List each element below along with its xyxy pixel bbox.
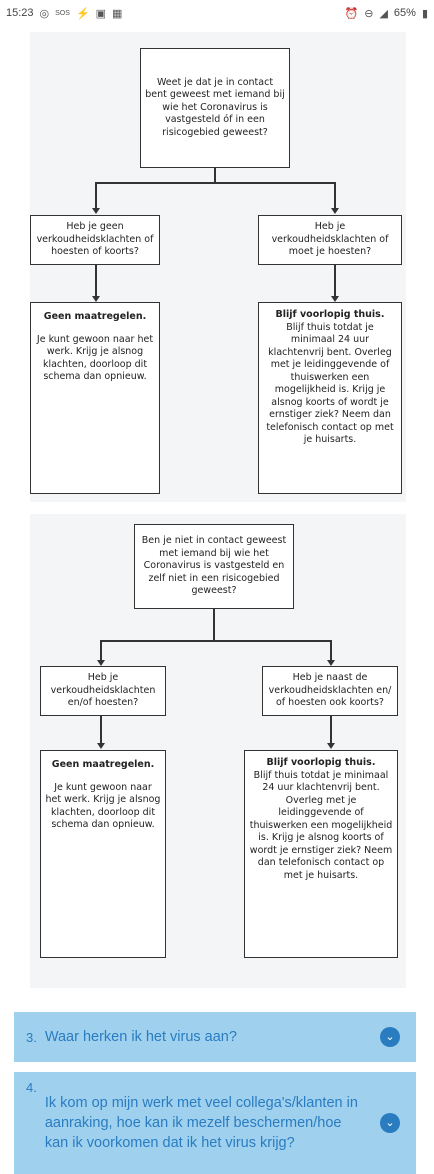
flow2-left-question: Heb je verkoudheidsklachten en/of hoeste…	[50, 672, 156, 709]
connector	[95, 265, 97, 297]
connector	[95, 182, 335, 184]
connector	[330, 716, 332, 744]
arrow-down-icon	[97, 743, 105, 749]
faq-item-title: Waar herken ik het virus aan?	[44, 1029, 237, 1045]
flow1-left-question-box: Heb je geen verkoudheidsklachten of hoes…	[30, 215, 160, 265]
flow1-left-answer-title: Geen maatregelen.	[43, 311, 147, 322]
connector	[100, 716, 102, 744]
connector	[213, 609, 215, 641]
status-left: 15:23 ◎ SOS ⚡ ▣ ▦	[6, 7, 122, 20]
flow2-right-question-box: Heb je naast de verkoudheidsklachten en/…	[262, 666, 398, 716]
flow2-right-answer-body: Blijf thuis totdat je minimaal 24 uur kl…	[249, 769, 393, 881]
status-time: 15:23	[6, 7, 34, 19]
flow1-left-answer-box: Geen maatregelen. Je kunt gewoon naar he…	[30, 302, 160, 494]
flow1-right-answer-body: Blijf thuis totdat je minimaal 24 uur kl…	[266, 321, 394, 446]
arrow-down-icon	[327, 660, 335, 666]
connector	[214, 168, 216, 182]
flow2-question-box: Ben je niet in contact geweest met ieman…	[134, 524, 294, 609]
flow1-question-box: Weet je dat je in contact bent geweest m…	[140, 48, 290, 168]
faq-item-4[interactable]: 4. Ik kom op mijn werk met veel collega'…	[14, 1072, 416, 1174]
alarm-icon: ⏰	[344, 7, 359, 20]
chevron-down-icon[interactable]: ⌄	[380, 1027, 400, 1047]
signal-icon: ◢	[379, 7, 388, 20]
flow1-question: Weet je dat je in contact bent geweest m…	[145, 76, 285, 138]
arrow-down-icon	[97, 660, 105, 666]
flow1-right-question: Heb je verkoudheidsklachten of moet je h…	[271, 221, 389, 258]
whatsapp-icon: ◎	[39, 7, 50, 20]
arrow-down-icon	[92, 296, 100, 302]
connector	[330, 640, 332, 662]
connector	[334, 265, 336, 297]
flow2-question: Ben je niet in contact geweest met ieman…	[141, 535, 287, 597]
sim-icon: ▣	[95, 7, 107, 20]
flow2-right-answer-title: Blijf voorlopig thuis.	[266, 757, 376, 768]
flow2-left-question-box: Heb je verkoudheidsklachten en/of hoeste…	[40, 666, 166, 716]
battery-level: 65%	[393, 7, 416, 19]
flow2-left-answer-title: Geen maatregelen.	[51, 759, 155, 770]
image-icon: ▦	[112, 7, 123, 20]
sos-icon: SOS	[55, 9, 70, 17]
status-bar: 15:23 ◎ SOS ⚡ ▣ ▦ ⏰ ⊖ ◢ 65% ▮	[0, 0, 434, 26]
connector	[95, 182, 97, 210]
status-right: ⏰ ⊖ ◢ 65% ▮	[345, 7, 428, 20]
faq-item-number: 4.	[26, 1080, 37, 1095]
arrow-down-icon	[331, 208, 339, 214]
flow2-left-answer-body: Je kunt gewoon naar het werk. Krijg je a…	[45, 781, 161, 831]
flow2-right-question: Heb je naast de verkoudheidsklachten en/…	[268, 672, 392, 709]
flow1-right-answer-title: Blijf voorlopig thuis.	[275, 309, 385, 320]
arrow-down-icon	[331, 296, 339, 302]
arrow-down-icon	[327, 743, 335, 749]
arrow-down-icon	[92, 208, 100, 214]
faq-item-number: 3.	[26, 1029, 37, 1045]
faq-item-title: Ik kom op mijn werk met veel collega's/k…	[44, 1095, 358, 1151]
dnd-icon: ⊖	[364, 7, 374, 20]
flowchart-panel-1: Weet je dat je in contact bent geweest m…	[30, 32, 406, 502]
connector	[100, 640, 102, 662]
flow1-right-answer-box: Blijf voorlopig thuis. Blijf thuis totda…	[258, 302, 402, 494]
flowchart-panel-2: Ben je niet in contact geweest met ieman…	[30, 514, 406, 988]
flow1-right-question-box: Heb je verkoudheidsklachten of moet je h…	[258, 215, 402, 265]
flow1-left-answer-body: Je kunt gewoon naar het werk. Krijg je a…	[36, 333, 154, 383]
connector	[334, 182, 336, 210]
flow1-left-question: Heb je geen verkoudheidsklachten of hoes…	[36, 221, 154, 258]
flow2-left-answer-box: Geen maatregelen. Je kunt gewoon naar he…	[40, 750, 166, 958]
battery-icon: ▮	[421, 7, 428, 20]
flow2-right-answer-box: Blijf voorlopig thuis. Blijf thuis totda…	[244, 750, 398, 958]
connector	[100, 640, 332, 642]
faq-item-3[interactable]: 3. Waar herken ik het virus aan? ⌄	[14, 1012, 416, 1062]
bolt-icon: ⚡	[75, 7, 90, 20]
chevron-down-icon[interactable]: ⌄	[380, 1113, 400, 1133]
